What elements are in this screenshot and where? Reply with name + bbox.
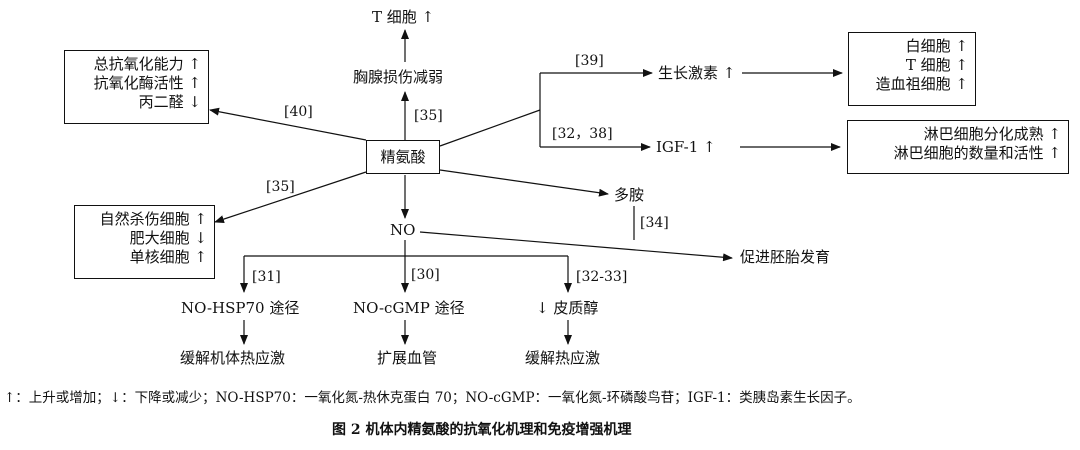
arrow-arginine-to-immune-cells <box>214 171 367 223</box>
ref-35-top: [35] <box>414 108 443 124</box>
immune-line-1: 自然杀伤细胞 ↑ <box>99 210 207 228</box>
immune-line-2: 肥大细胞 ↓ <box>129 229 207 247</box>
antioxidant-line-3: 丙二醛 ↓ <box>138 93 201 111</box>
arrow-arginine-to-antioxidant <box>209 107 367 141</box>
blood-cells-box: 白细胞 ↑ T 细胞 ↑ 造血祖细胞 ↑ <box>848 32 976 106</box>
antioxidant-box: 总抗氧化能力 ↑ 抗氧化酶活性 ↑ 丙二醛 ↓ <box>64 50 209 124</box>
lymphocyte-box: 淋巴细胞分化成熟 ↑ 淋巴细胞的数量和活性 ↑ <box>847 120 1069 174</box>
arrow-no-to-embryo <box>419 231 733 262</box>
thymus-label: 胸腺损伤减弱 <box>353 68 444 86</box>
antioxidant-line-1: 总抗氧化能力 ↑ <box>93 55 201 73</box>
ref-32-38: [32，38] <box>552 126 613 142</box>
blood-line-2: T 细胞 ↑ <box>905 56 968 74</box>
immune-line-3: 单核细胞 ↑ <box>129 248 207 266</box>
legend-text: ↑：上升或增加；↓：下降或减少；NO-HSP70：一氧化氮-热休克蛋白 70；N… <box>4 390 861 406</box>
figure-caption: 图 2 机体内精氨酸的抗氧化机理和免疫增强机理 <box>332 422 632 438</box>
blood-line-1: 白细胞 ↑ <box>905 37 968 55</box>
antioxidant-line-2: 抗氧化酶活性 ↑ <box>93 74 201 92</box>
lymphocyte-line-2: 淋巴细胞的数量和活性 ↑ <box>893 144 1061 162</box>
embryo-label: 促进胚胎发育 <box>740 248 831 266</box>
ref-31: [31] <box>252 269 281 285</box>
cortisol-label: ↓ 皮质醇 <box>536 299 599 317</box>
ref-32-33: [32-33] <box>576 269 628 285</box>
relieve-heat-label: 缓解热应激 <box>525 349 601 367</box>
immune-cells-box: 自然杀伤细胞 ↑ 肥大细胞 ↓ 单核细胞 ↑ <box>74 205 215 279</box>
line-arginine-to-branch <box>439 109 541 147</box>
ref-40: [40] <box>284 104 313 120</box>
arginine-node: 精氨酸 <box>366 140 440 174</box>
ref-34: [34] <box>640 215 669 231</box>
relieve-body-heat-label: 缓解机体热应激 <box>180 349 286 367</box>
arginine-label: 精氨酸 <box>380 148 426 166</box>
ref-39: [39] <box>575 53 604 69</box>
arrow-arginine-to-polyamine <box>439 169 609 197</box>
ref-30: [30] <box>411 267 440 283</box>
vasodilation-label: 扩展血管 <box>377 349 438 367</box>
growth-hormone-label: 生长激素 ↑ <box>658 64 736 82</box>
t-cell-label: T 细胞 ↑ <box>372 8 435 26</box>
no-label: NO <box>390 221 416 239</box>
blood-line-3: 造血祖细胞 ↑ <box>875 75 968 93</box>
ref-35-left: [35] <box>266 179 295 195</box>
polyamine-label: 多胺 <box>614 186 645 204</box>
cgmp-path-label: NO-cGMP 途径 <box>353 299 465 317</box>
lymphocyte-line-1: 淋巴细胞分化成熟 ↑ <box>923 125 1061 143</box>
hsp70-path-label: NO-HSP70 途径 <box>181 299 300 317</box>
igf1-label: IGF-1 ↑ <box>656 138 716 156</box>
